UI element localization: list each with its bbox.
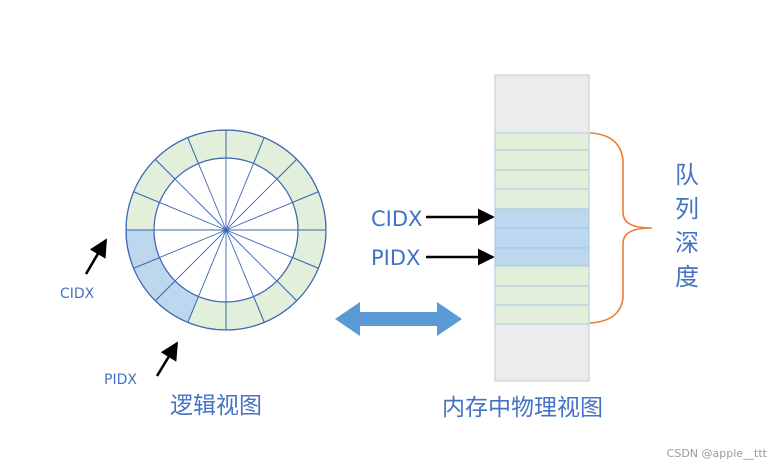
cidx-label-physical: CIDX [371,207,423,231]
ring-spoke [198,229,227,297]
ring-spoke [225,229,254,297]
memory-slot [494,149,590,171]
memory-slot [494,188,590,210]
ring-outer-circle [125,129,327,331]
ring-spoke [225,178,278,231]
watermark: CSDN @apple__ttt [666,447,767,460]
memory-slot [494,304,590,325]
pidx-label-physical: PIDX [371,246,421,270]
ring-spoke [225,202,293,231]
memory-slot [494,132,590,151]
pidx-pointer-arrow [155,341,179,377]
memory-slot-active [494,227,590,249]
memory-slot [494,285,590,306]
ring-spoke [225,163,254,231]
ring-spoke [174,178,227,231]
ring-spoke [225,229,278,282]
memory-slot-active [494,247,590,267]
ring-buffer-logical [125,129,327,331]
ring-spoke [174,229,227,282]
memory-slot [494,169,590,190]
ring-spoke [198,163,227,231]
ring-spoke [159,229,227,258]
cidx-label-logical: CIDX [60,286,95,302]
ring-spoke [159,202,227,231]
queue-depth-label: 队列深度 [675,161,699,291]
pidx-label-logical: PIDX [104,372,137,388]
memory-column [494,74,590,382]
physical-view-caption: 内存中物理视图 [442,395,603,421]
memory-slot [494,265,590,287]
bidirectional-arrow [335,302,462,336]
memory-slot-active [494,208,590,229]
logical-view-caption: 逻辑视图 [170,393,262,419]
cidx-pointer-arrow [84,238,108,275]
ring-spoke [225,229,293,258]
queue-depth-brace [589,132,653,324]
